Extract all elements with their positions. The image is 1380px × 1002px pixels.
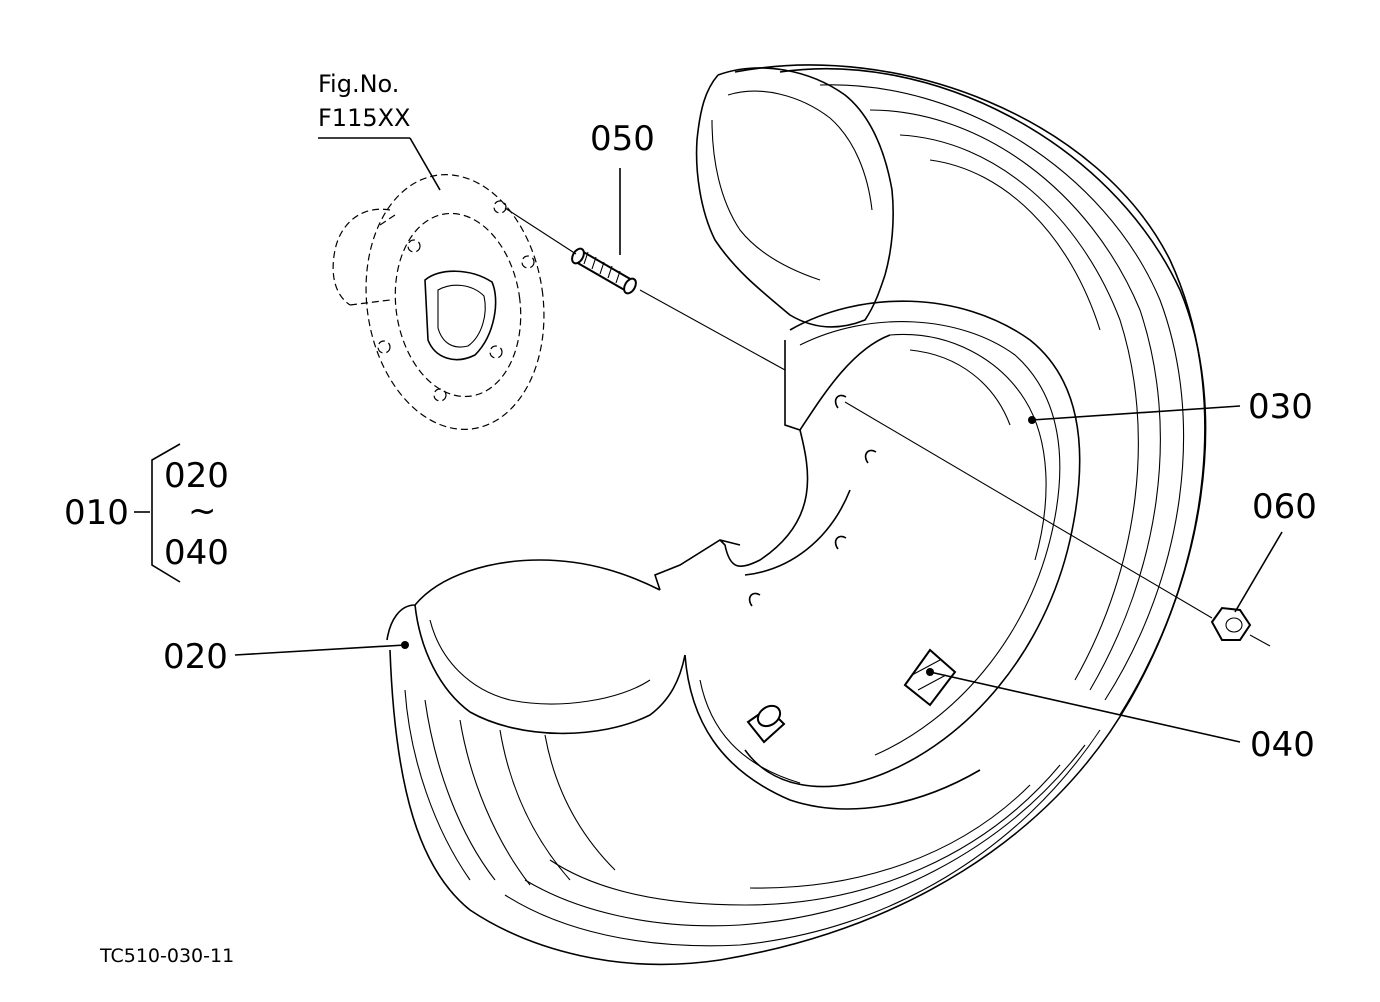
callout-040: 040 xyxy=(1250,725,1315,765)
leader-lines xyxy=(134,137,1283,743)
stud-bolt-050 xyxy=(571,247,637,295)
group-start-020: 020 xyxy=(164,456,229,496)
fig-no-label: Fig.No. xyxy=(318,70,399,98)
drawing-code: TC510-030-11 xyxy=(99,945,234,967)
callout-010: 010 xyxy=(64,493,129,533)
group-end-040: 040 xyxy=(164,533,229,573)
callout-060: 060 xyxy=(1252,487,1317,527)
assembly-lines xyxy=(504,207,1271,647)
hub-reference xyxy=(332,174,545,430)
callout-050: 050 xyxy=(590,119,655,159)
callout-030: 030 xyxy=(1248,387,1313,427)
nut-060 xyxy=(1210,606,1252,641)
callout-020: 020 xyxy=(163,637,228,677)
group-range-tilde: ~ xyxy=(188,491,217,531)
fig-ref-code: F115XX xyxy=(318,104,411,132)
tire-outline xyxy=(386,64,1207,966)
